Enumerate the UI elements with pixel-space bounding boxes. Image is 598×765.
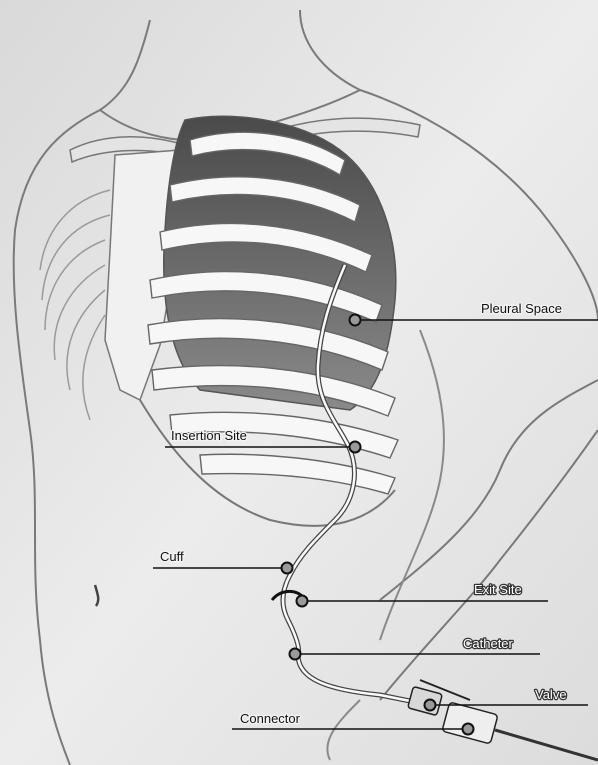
pleural-space-label: Pleural Space [481, 301, 562, 316]
connector-marker [463, 724, 474, 735]
insertion-site-marker [350, 442, 361, 453]
cuff-label: Cuff [160, 549, 184, 564]
cuff-marker [282, 563, 293, 574]
valve-label: Valve [535, 687, 567, 702]
catheter-marker [290, 649, 301, 660]
connector-label: Connector [240, 711, 301, 726]
valve-marker [425, 700, 436, 711]
exit-site-label: Exit Site [474, 582, 522, 597]
exit-site-marker [297, 596, 308, 607]
catheter-label: Catheter [463, 636, 514, 651]
pleural-space-marker [350, 315, 361, 326]
insertion-site-label: Insertion Site [171, 428, 247, 443]
